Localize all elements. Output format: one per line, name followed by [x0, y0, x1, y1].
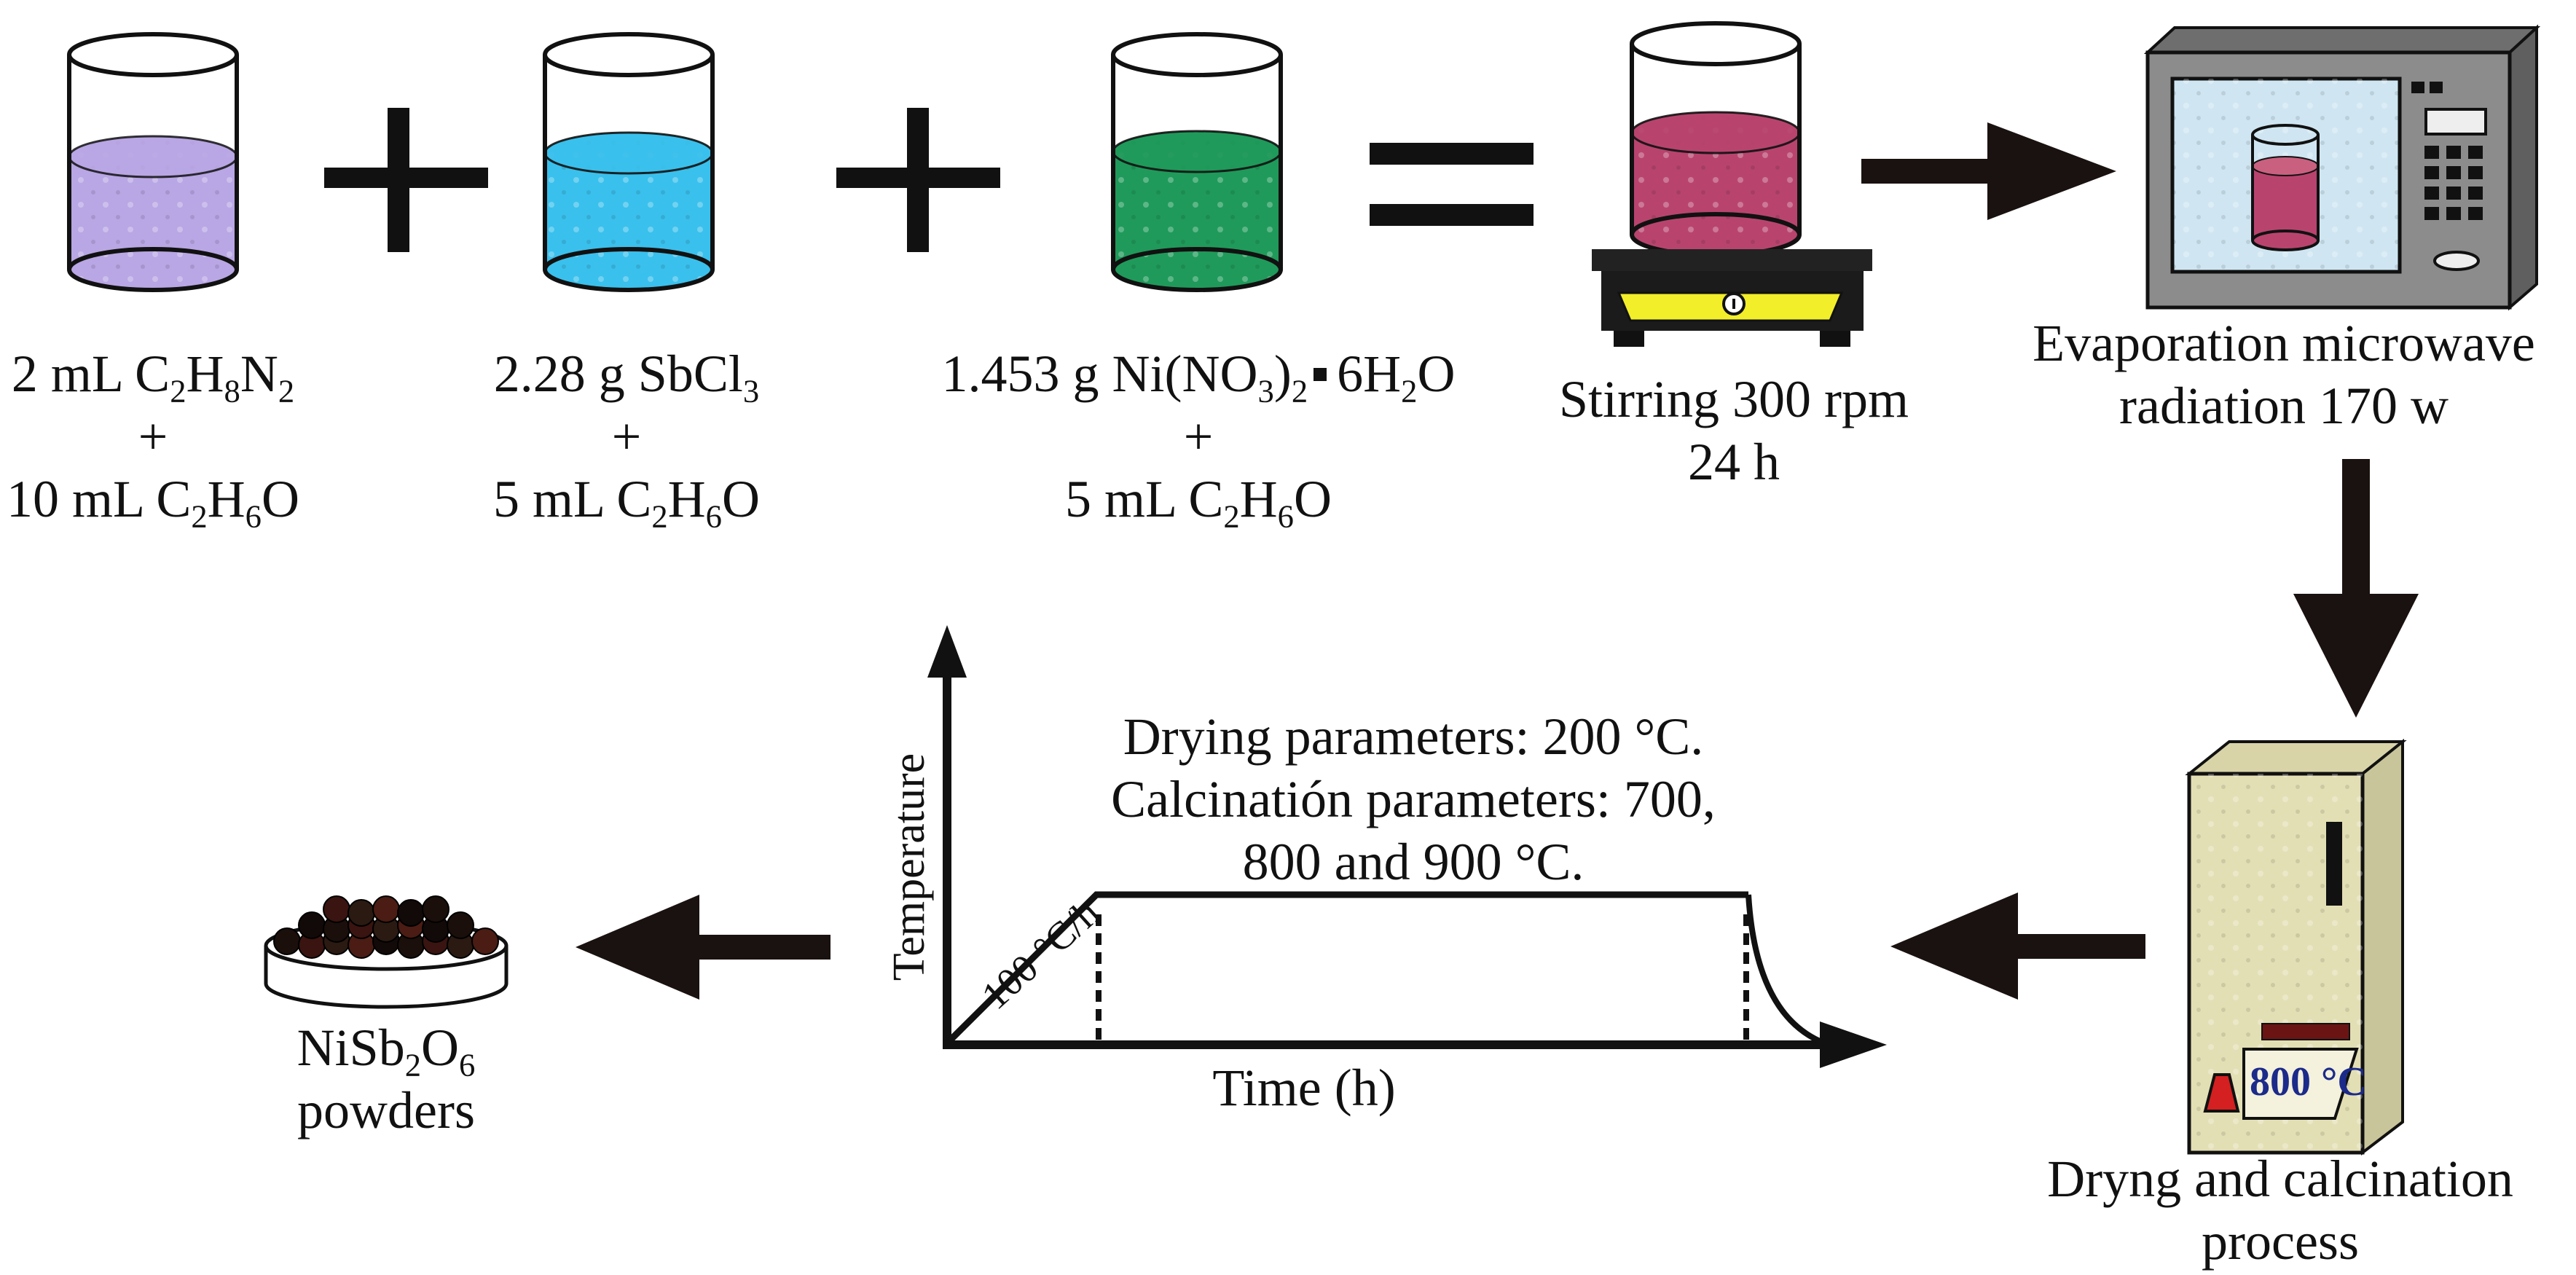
plus-sign-2 [836, 108, 1000, 252]
furnace [2185, 738, 2407, 1156]
arrow-down-to-furnace [2293, 459, 2419, 718]
ramp-rate-label: 100 °C/h [973, 890, 1107, 1017]
powder-particles [273, 895, 499, 959]
microwave-label: Evaporation microwave radiation 170 w [2033, 314, 2535, 435]
powder-particle [323, 895, 350, 923]
powder-particle [298, 911, 326, 939]
hydrate-dot [1313, 368, 1327, 382]
beaker-1 [67, 32, 239, 292]
furnace-tray [2261, 1023, 2350, 1040]
cooling-curve [1746, 894, 1826, 1046]
powder-particle [347, 899, 375, 927]
plus-sign-1 [324, 108, 488, 252]
furnace-temperature-display: 800 °C [2250, 1059, 2367, 1105]
arrow-to-microwave [1861, 122, 2116, 220]
product-label: NiSb2O6 powders [297, 1019, 476, 1139]
powder-dish [264, 895, 508, 1009]
powder-particle [273, 927, 301, 955]
y-axis [943, 667, 951, 1046]
furnace-label: Dryng and calcination process [2047, 1150, 2513, 1271]
microwave-oven [2143, 24, 2541, 311]
furnace-lamp-icon [2203, 1073, 2240, 1113]
furnace-door-slot [2326, 822, 2342, 906]
beaker-3 [1111, 32, 1283, 292]
beaker-2-label: 2.28 g SbCl3 + 5 mL C2H6O [493, 345, 760, 535]
temperature-profile-line [946, 891, 1748, 1045]
equals-sign [1370, 143, 1534, 226]
powder-particle [447, 911, 474, 939]
process-parameters-note: Drying parameters: 200 °C. Calcinatión p… [1111, 707, 1716, 891]
powder-particle [397, 899, 425, 927]
x-axis [943, 1040, 1828, 1049]
powder-particle [422, 895, 449, 923]
x-axis-title: Time (h) [1212, 1059, 1396, 1117]
beaker-2 [543, 32, 715, 292]
microwave-keypad [2424, 146, 2483, 220]
stirring-label: Stirring 300 rpm 24 h [1559, 370, 1909, 491]
microwave-display [2424, 108, 2487, 136]
microwave-handle [2433, 251, 2480, 271]
beaker-1-label: 2 mL C2H8N2 + 10 mL C2H6O [7, 345, 299, 535]
y-axis-title: Temperature [884, 753, 934, 981]
arrow-to-graph [1890, 892, 2145, 1000]
magnetic-stirrer [1592, 21, 1872, 347]
powder-particle [372, 895, 400, 923]
arrow-to-powder [576, 895, 830, 1000]
powder-particle [471, 927, 499, 955]
